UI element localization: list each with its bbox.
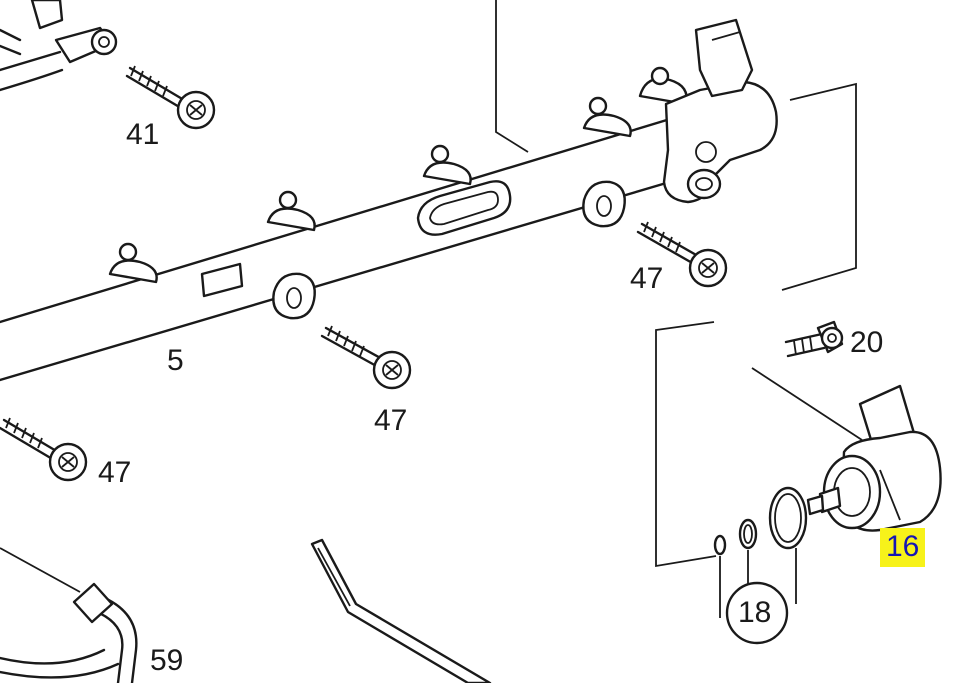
bolt-20 (751, 320, 863, 441)
callout-20: 20 (850, 326, 884, 359)
bolt-47-center (320, 325, 412, 390)
leader-line-top (495, 0, 529, 153)
fuel-line-59 (0, 547, 138, 685)
leader-bracket-regulator (655, 321, 717, 568)
leader-bracket-upper (781, 82, 857, 291)
fuel-rail-5 (0, 18, 778, 382)
bolt-41 (125, 65, 216, 130)
support-bracket (310, 538, 492, 685)
callout-16-highlighted: 16 (880, 528, 926, 567)
bolt-47-upper-right (636, 221, 728, 288)
callout-18: 18 (738, 596, 772, 629)
callout-47-center: 47 (374, 404, 408, 437)
upper-left-fuel-line (0, 0, 118, 92)
bolt-47-left (0, 417, 88, 482)
callout-41: 41 (126, 118, 160, 151)
callout-59: 59 (150, 644, 184, 677)
pressure-regulator-valve-16 (806, 384, 942, 532)
callout-47-left: 47 (98, 456, 132, 489)
callout-47-upper-right: 47 (630, 262, 664, 295)
seal-rings-18 (713, 486, 808, 645)
callout-5: 5 (167, 344, 184, 377)
